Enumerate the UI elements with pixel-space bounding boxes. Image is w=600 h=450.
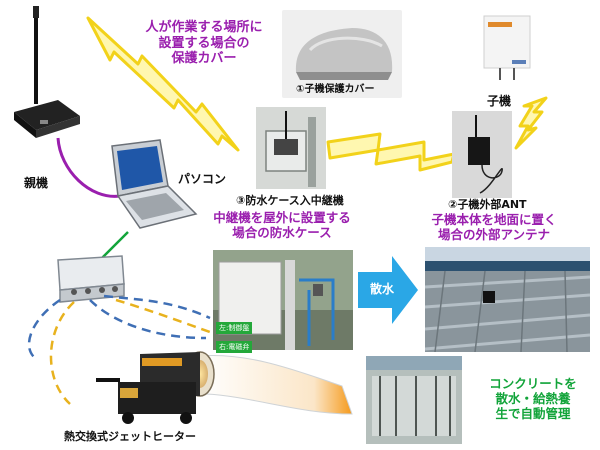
antenna-photo <box>452 111 512 198</box>
panel-tag: 左:制御盤 <box>216 322 253 334</box>
concrete-pit-photo <box>366 356 462 444</box>
lightning-icon <box>86 16 240 152</box>
signal-wire <box>27 298 61 362</box>
concrete-label: コンクリートを 散水・給熱養 生で自動管理 <box>489 376 577 421</box>
antenna-purpose-label: 子機本体を地面に置く 場合の外部アンテナ <box>431 212 557 242</box>
control-panel-photo <box>213 250 353 350</box>
child-cover-label: ①子機保護カバー <box>296 84 375 95</box>
child-unit-photo <box>470 10 546 88</box>
signal-wire <box>103 294 211 320</box>
heater-icon <box>96 351 215 424</box>
spray-arrow <box>358 256 418 324</box>
pc-label: パソコン <box>178 172 227 186</box>
junction-box-icon <box>57 255 125 303</box>
parent-unit-icon <box>14 6 80 138</box>
power-wire <box>49 301 75 405</box>
heater-label: 熱交換式ジェットヒーター <box>64 430 196 443</box>
laptop-icon <box>111 139 198 229</box>
construction-site-photo <box>425 247 590 352</box>
relay-box-photo <box>256 107 326 189</box>
lightning-icon <box>514 96 548 150</box>
hot-air-plume <box>199 354 353 415</box>
child-cover-photo <box>282 10 402 98</box>
relay-purpose-label: 中継機を屋外に設置する 場合の防水ケース <box>213 210 351 240</box>
child-label: 子機 <box>487 94 512 108</box>
power-wire <box>115 298 211 334</box>
cover-purpose-label: 人が作業する場所に 設置する場合の 保護カバー <box>145 20 263 67</box>
parent-label: 親機 <box>24 176 49 190</box>
signal-wire <box>89 299 207 340</box>
child-antenna-label: ②子機外部ANT <box>448 198 527 211</box>
valve-tag: 右:電磁弁 <box>216 341 253 353</box>
usb-cable <box>56 137 121 198</box>
lightning-icon <box>326 132 456 172</box>
spray-label: 散水 <box>370 282 395 296</box>
lan-link <box>99 231 129 261</box>
relay-box-label: ③防水ケース入中継機 <box>236 194 344 207</box>
